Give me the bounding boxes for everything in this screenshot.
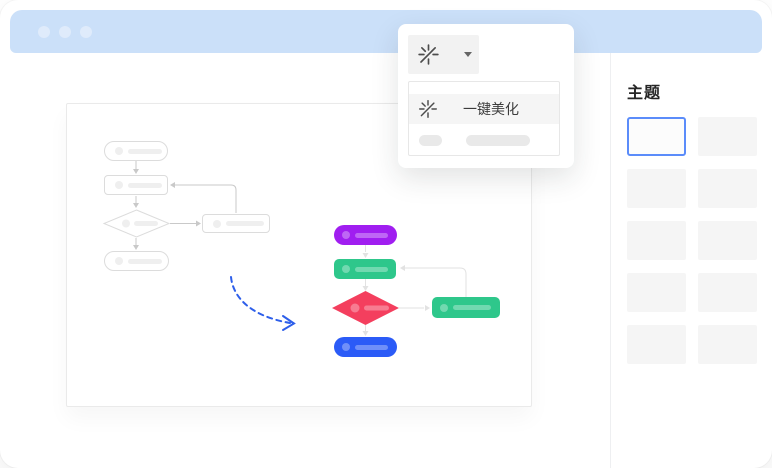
wireframe-start-node[interactable] [104, 141, 168, 161]
window-control-dot [38, 25, 50, 38]
node-placeholder-dot [115, 257, 123, 265]
placeholder-pill [419, 135, 442, 146]
theme-swatch[interactable] [698, 221, 757, 260]
node-placeholder-dot [342, 231, 350, 239]
window-control-dot [59, 25, 71, 38]
colored-start-node[interactable] [334, 225, 397, 245]
sidebar-divider [610, 53, 611, 468]
node-placeholder-bar [128, 148, 162, 154]
theme-swatch[interactable] [698, 325, 757, 364]
window-control-dot [80, 25, 92, 38]
wireframe-process-node[interactable] [104, 175, 168, 195]
node-placeholder-bar [355, 344, 388, 350]
wireframe-end-node[interactable] [104, 251, 169, 271]
beautify-menu: 一键美化 [408, 81, 560, 156]
theme-panel-title: 主题 [627, 85, 662, 102]
beautify-burst-icon [419, 100, 437, 118]
theme-swatch[interactable] [627, 273, 686, 312]
node-placeholder-bar [128, 258, 162, 264]
theme-swatch[interactable] [698, 117, 757, 156]
node-placeholder-dot [115, 181, 123, 189]
theme-swatch[interactable] [627, 325, 686, 364]
node-placeholder-bar [355, 232, 388, 238]
node-placeholder-dot [342, 343, 350, 351]
node-placeholder-dot [342, 265, 350, 273]
beautify-burst-icon [418, 44, 439, 65]
colored-process-node[interactable] [334, 259, 396, 279]
node-placeholder-bar [226, 221, 264, 226]
colored-end-node[interactable] [334, 337, 397, 357]
theme-swatch[interactable] [698, 273, 757, 312]
window-titlebar [10, 10, 762, 53]
menu-item-beautify[interactable]: 一键美化 [409, 94, 559, 124]
theme-swatch[interactable] [698, 169, 757, 208]
node-placeholder-bar [128, 182, 162, 188]
placeholder-pill [466, 135, 530, 146]
window-control-dots [38, 25, 92, 38]
node-placeholder-dot [213, 219, 221, 228]
theme-sidebar: 主题 [611, 53, 772, 468]
theme-swatch[interactable] [627, 169, 686, 208]
menu-item-placeholder[interactable] [409, 135, 559, 146]
node-placeholder-dot [115, 147, 123, 155]
beautify-button[interactable] [408, 35, 479, 74]
node-placeholder-dot [440, 303, 448, 312]
node-placeholder-bar [453, 305, 491, 310]
menu-item-label: 一键美化 [463, 101, 519, 117]
theme-grid [627, 117, 772, 364]
beautify-popup: 一键美化 [398, 24, 574, 168]
caret-down-icon [464, 52, 472, 57]
theme-swatch-selected[interactable] [627, 117, 686, 156]
wireframe-side-process-node[interactable] [202, 214, 270, 233]
theme-swatch[interactable] [627, 221, 686, 260]
node-placeholder-bar [355, 266, 388, 272]
colored-side-process-node[interactable] [432, 297, 500, 318]
